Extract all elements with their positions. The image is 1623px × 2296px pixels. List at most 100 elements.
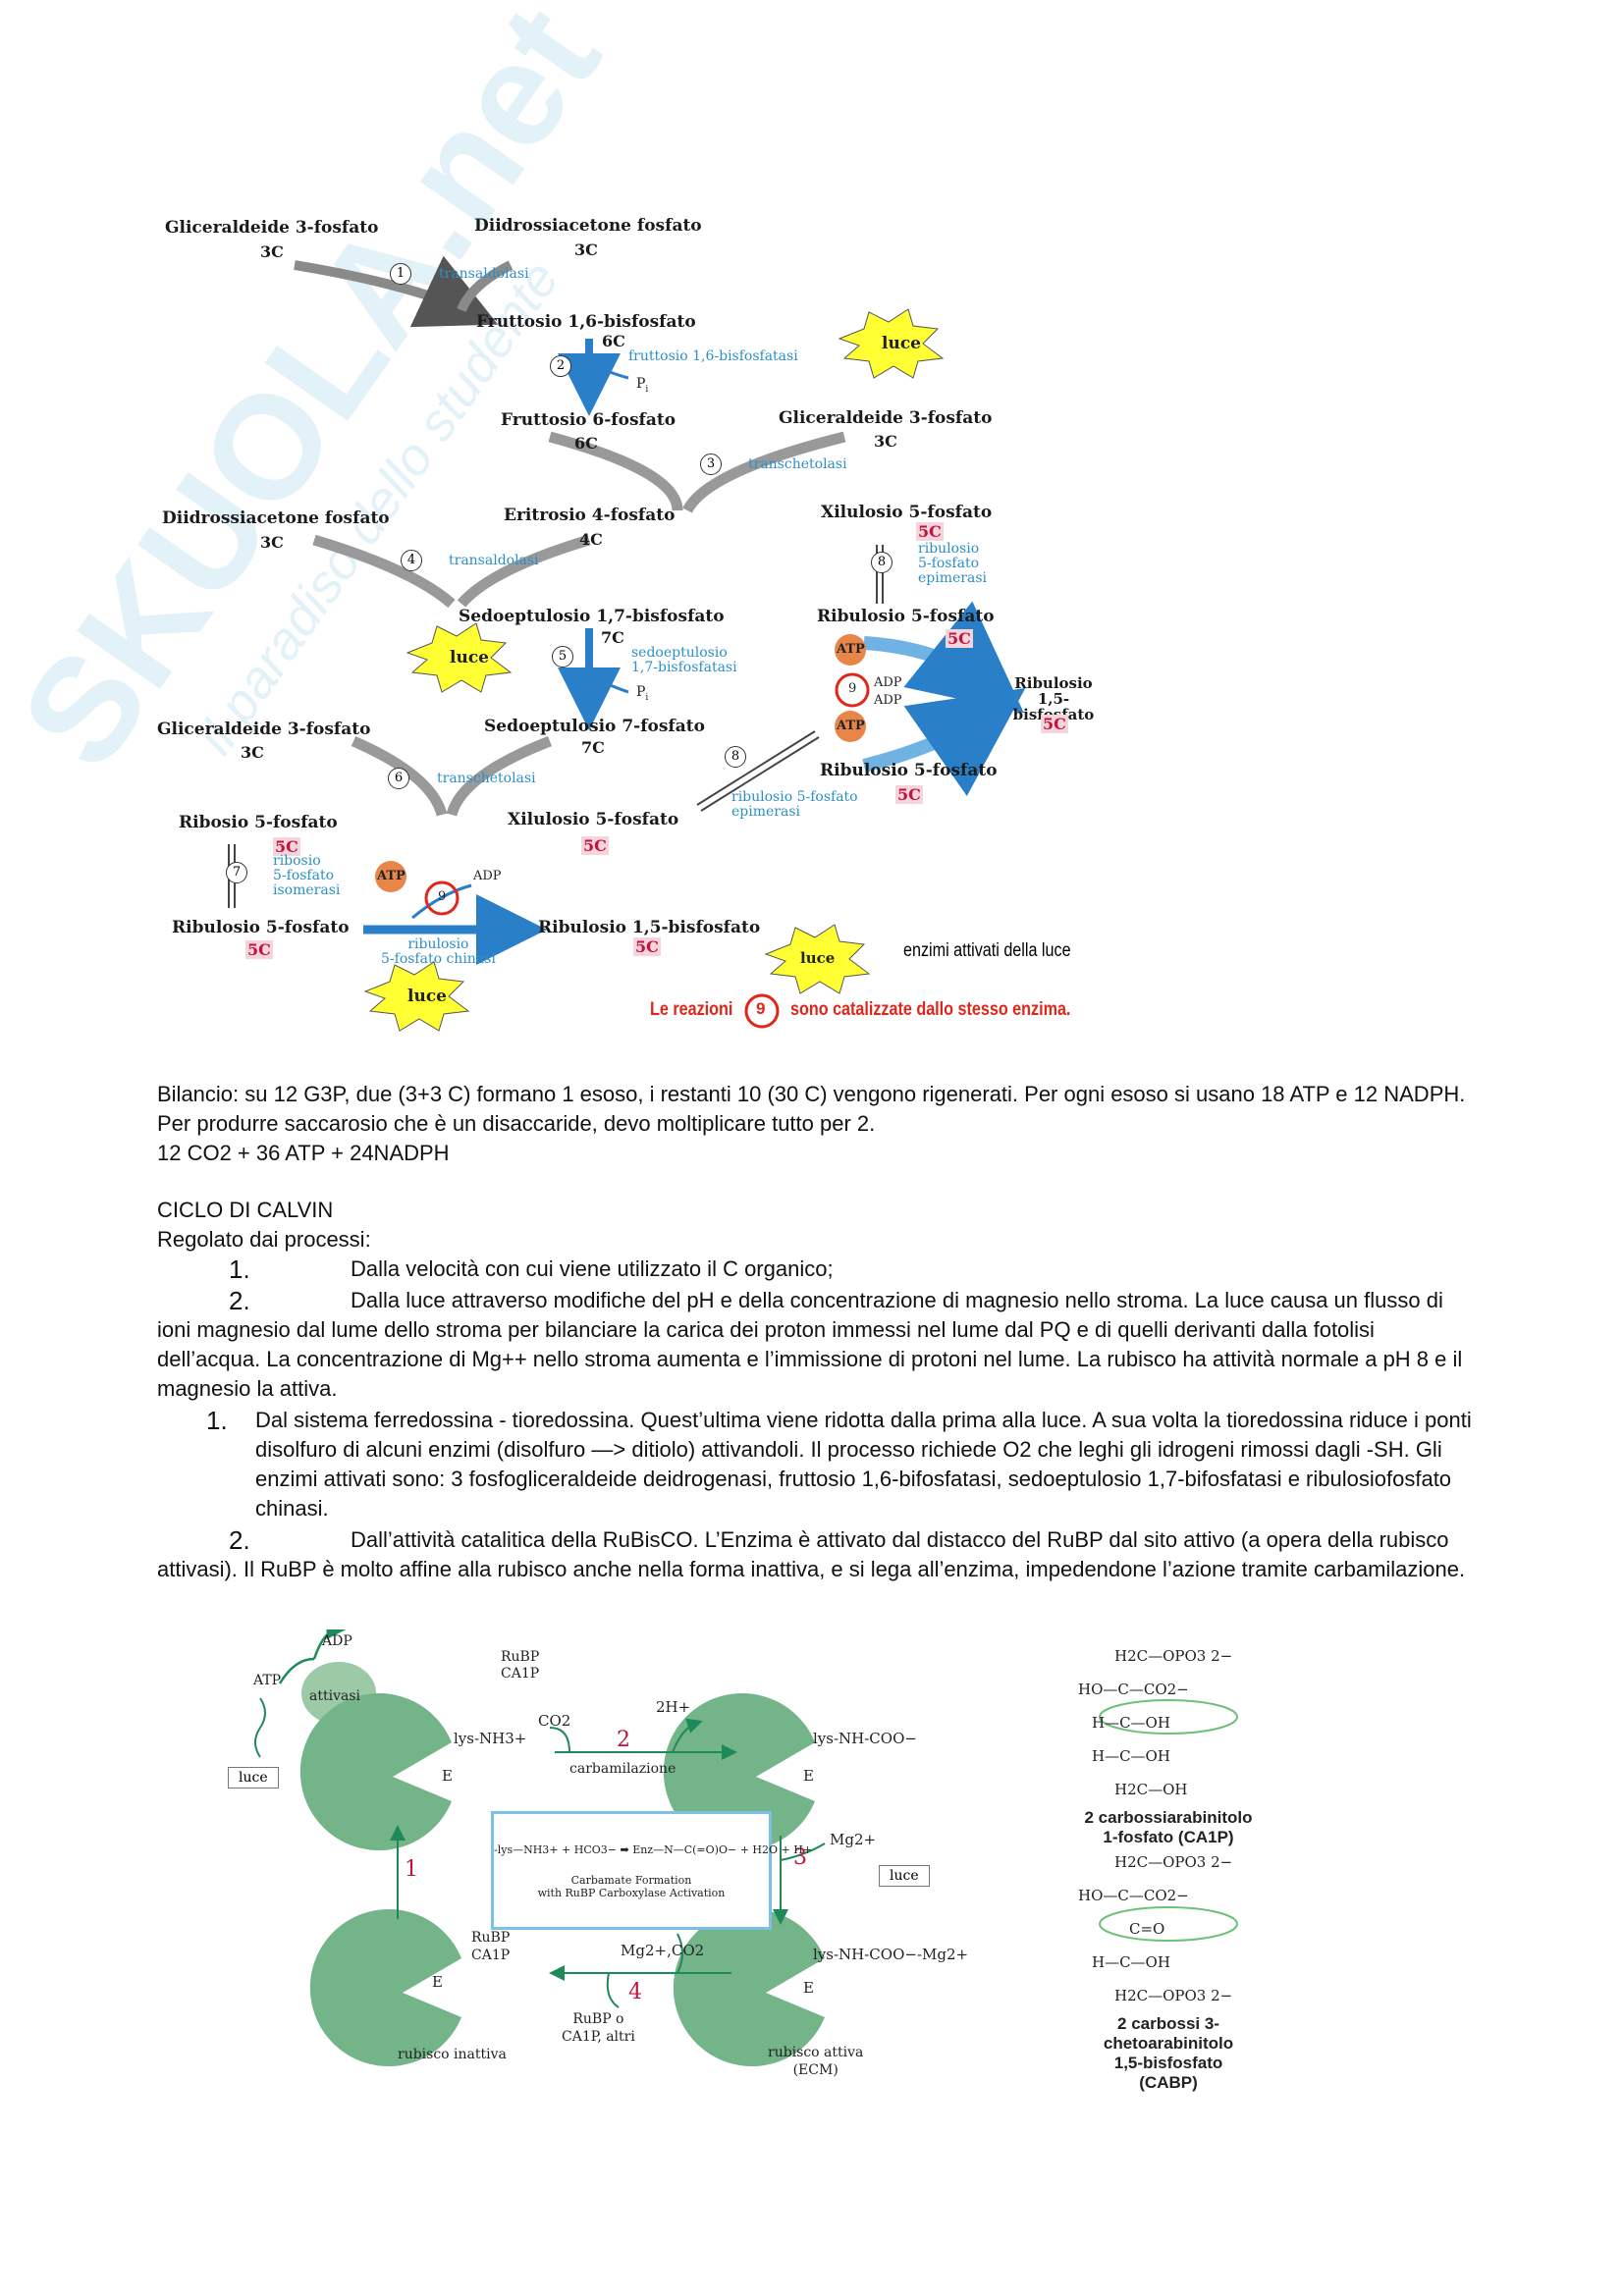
rubisco-shapes bbox=[254, 1629, 1238, 2066]
arrow-step3 bbox=[548, 431, 683, 511]
arrow-step6 bbox=[351, 735, 448, 817]
mol-e4p: Eritrosio 4-fosfato bbox=[504, 506, 676, 525]
ca1p-row-5: H2C—OH bbox=[1114, 1781, 1188, 1798]
mol-g3p3-c: 3C bbox=[241, 743, 264, 762]
mol-g3p1-c: 3C bbox=[260, 242, 284, 261]
enzyme-bottom-left bbox=[309, 1909, 461, 2066]
enzyme-transaldolasi-2: transaldolasi bbox=[449, 553, 539, 568]
atp-2: ATP bbox=[837, 719, 865, 733]
carbamilazione-label: carbamilazione bbox=[569, 1761, 676, 1777]
mol-fbp: Fruttosio 1,6-bisfosfato bbox=[476, 312, 696, 332]
mol-dhap1: Diidrossiacetone fosfato bbox=[474, 216, 702, 236]
list1-item-2: 2. Dalla luce attraverso modifiche del p… bbox=[157, 1286, 1483, 1404]
cabp-name: 2 carbossi 3- chetoarabinitolo 1,5-bisfo… bbox=[1103, 2014, 1234, 2092]
rubisco-inattiva: rubisco inattiva bbox=[398, 2047, 507, 2062]
legend-light-text: enzimi attivati della luce bbox=[903, 940, 1071, 961]
2h-label: 2H+ bbox=[656, 1698, 691, 1716]
mol-ru5p2-c: 5C bbox=[895, 785, 923, 804]
E-bottom-right: E bbox=[803, 1979, 814, 1997]
lys-nh3: lys-NH3+ bbox=[454, 1730, 527, 1747]
cabp-row-1: H2C—OPO3 2− bbox=[1114, 1853, 1233, 1871]
adp-label: ADP bbox=[322, 1633, 352, 1649]
enzyme-transchetolasi-2: transchetolasi bbox=[437, 771, 536, 786]
equation: 12 CO2 + 36 ATP + 24NADPH bbox=[157, 1141, 450, 1165]
mol-dhap2-c: 3C bbox=[260, 533, 284, 552]
rubisco-diagram: ADP ATP attivasi luce RuBP CA1P lys-NH3+… bbox=[0, 1629, 1623, 2120]
mol-g3p2: Gliceraldeide 3-fosfato bbox=[779, 408, 993, 428]
regeneration-diagram: Gliceraldeide 3-fosfato 3C Diidrossiacet… bbox=[0, 0, 1623, 1041]
mol-sbp: Sedoeptulosio 1,7-bisfosfato bbox=[459, 607, 725, 626]
enzyme-epimerasi-1: ribulosio 5-fosfato epimerasi bbox=[918, 541, 987, 586]
arrow-step9-top bbox=[863, 601, 1024, 714]
step-7: 7 bbox=[226, 862, 247, 883]
mol-xu5p1-c: 5C bbox=[916, 522, 944, 541]
pi-5: Pi bbox=[636, 684, 649, 703]
list-1: 1. Dalla velocità con cui viene utilizza… bbox=[157, 1255, 1483, 1404]
step-8-diag: 8 bbox=[725, 746, 746, 768]
luce-squiggle bbox=[254, 1697, 266, 1758]
mg-label: Mg2+ bbox=[830, 1831, 877, 1848]
step1-label: 1 bbox=[405, 1857, 418, 1882]
light-star-legend bbox=[764, 924, 871, 994]
arrow-step9-bottom bbox=[862, 687, 1026, 797]
list2-num-1: 1. bbox=[206, 1406, 228, 1435]
atp-label: ATP bbox=[253, 1673, 282, 1688]
mol-ru5p3-c: 5C bbox=[245, 940, 273, 959]
diagram-arrows bbox=[228, 255, 1026, 1032]
list-2: 1. Dal sistema ferredossina - tioredossi… bbox=[157, 1406, 1483, 1584]
ca1p-structure: H2C—OPO3 2− HO—C—CO2− H—C—OH H—C—OH H2C—… bbox=[1070, 1639, 1267, 1806]
carbamate-reaction: -lys—NH3+ + HCO3− ➡ Enz—N—C(=O)O− + H2O … bbox=[494, 1843, 813, 1856]
list2-item-2: 2. Dall’attività catalitica della RuBisC… bbox=[157, 1525, 1483, 1584]
rubp-ca1p-top: RuBP CA1P bbox=[501, 1649, 540, 1682]
mol-s7p: Sedoeptulosio 7-fosfato bbox=[484, 717, 705, 736]
cabp-row-4: H—C—OH bbox=[1092, 1953, 1170, 1971]
ca1p-highlight bbox=[1099, 1699, 1238, 1735]
arrow-step4 bbox=[312, 534, 456, 609]
mol-rubp1-c: 5C bbox=[1041, 715, 1068, 733]
mol-rubp2: Ribulosio 1,5-bisfosfato bbox=[538, 918, 761, 937]
step-8-top: 8 bbox=[871, 552, 893, 573]
enzyme-isomerasi: ribosio 5-fosfato isomerasi bbox=[273, 853, 341, 898]
list1-num-2: 2. bbox=[229, 1286, 250, 1315]
step2-label: 2 bbox=[617, 1728, 630, 1752]
enzyme-transchetolasi-1: transchetolasi bbox=[748, 456, 847, 472]
cabp-row-5: H2C—OPO3 2− bbox=[1114, 1987, 1233, 2004]
light-label-legend: luce bbox=[800, 949, 836, 967]
light-star-3 bbox=[363, 961, 470, 1032]
list1-text-1: Dalla velocità con cui viene utilizzato … bbox=[351, 1256, 834, 1281]
ca1p-row-1: H2C—OPO3 2− bbox=[1114, 1647, 1233, 1665]
mol-xu5p1: Xilulosio 5-fosfato bbox=[821, 503, 993, 522]
ca1p-row-2: HO—C—CO2− bbox=[1078, 1681, 1189, 1698]
cabp-highlight bbox=[1099, 1906, 1238, 1942]
mol-g3p2-c: 3C bbox=[874, 432, 897, 451]
atp-circle-2 bbox=[835, 711, 866, 742]
cabp-structure: H2C—OPO3 2− HO—C—CO2− C=O H—C—OH H2C—OPO… bbox=[1070, 1845, 1267, 2012]
mol-g3p1: Gliceraldeide 3-fosfato bbox=[165, 218, 379, 238]
mol-r5p-c: 5C bbox=[273, 837, 300, 856]
list2-item-1: 1. Dal sistema ferredossina - tioredossi… bbox=[157, 1406, 1483, 1523]
arrow-step1 bbox=[294, 255, 499, 328]
E-top-right: E bbox=[803, 1767, 814, 1785]
ca1p-row-3: H—C—OH bbox=[1092, 1714, 1170, 1732]
step-1: 1 bbox=[390, 263, 411, 285]
enzyme-epimerasi-2: ribulosio 5-fosfato epimerasi bbox=[731, 789, 858, 820]
mol-ru5p2: Ribulosio 5-fosfato bbox=[820, 761, 998, 780]
mol-f6p-c: 6C bbox=[574, 434, 598, 453]
light-star-2 bbox=[406, 622, 513, 693]
enzyme-transaldolasi-1: transaldolasi bbox=[439, 266, 529, 282]
list2-text-1: Dal sistema ferredossina - tioredossina.… bbox=[255, 1408, 1472, 1521]
mol-xu5p2-c: 5C bbox=[581, 836, 609, 855]
mol-dhap2: Diidrossiacetone fosfato bbox=[162, 508, 390, 528]
luce-box-2: luce bbox=[879, 1865, 930, 1887]
enzyme-bottom-right bbox=[673, 1909, 825, 2066]
mol-g3p3: Gliceraldeide 3-fosfato bbox=[157, 720, 371, 739]
step-2: 2 bbox=[550, 355, 571, 377]
heading-calvin: CICLO DI CALVIN bbox=[157, 1198, 334, 1222]
mol-dhap1-c: 3C bbox=[574, 240, 598, 259]
rubisco-attiva: rubisco attiva (ECM) bbox=[768, 2045, 864, 2078]
light-label-1: luce bbox=[882, 334, 921, 353]
step9-red-circle-legend bbox=[744, 993, 780, 1029]
regolato: Regolato dai processi: bbox=[157, 1227, 371, 1252]
adp-2: ADP bbox=[874, 693, 902, 708]
pi-2: Pi bbox=[636, 376, 649, 395]
